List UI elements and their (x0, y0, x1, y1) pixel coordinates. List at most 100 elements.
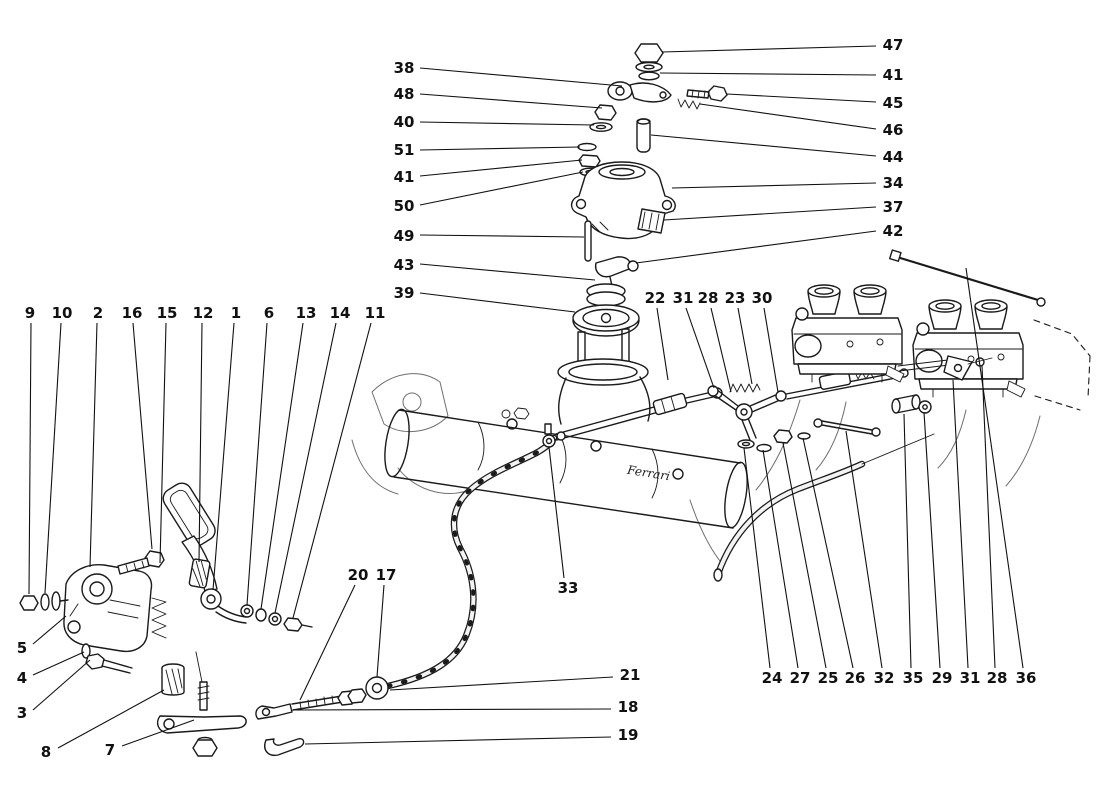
callout-leader-44 (650, 134, 877, 157)
callout-label-16: 16 (122, 304, 143, 322)
callout-leader-49 (419, 234, 585, 238)
callout-label-5: 5 (17, 639, 27, 657)
carburetor-left (791, 284, 905, 383)
callout-label-24: 24 (762, 669, 783, 687)
callout-leader-12 (198, 322, 203, 563)
callout-label-15: 15 (157, 304, 178, 322)
carburetor-right (912, 299, 1026, 398)
callout-leader-29 (923, 411, 941, 669)
callout-leader-10 (44, 322, 62, 594)
callout-leader-35 (903, 413, 912, 669)
callout-label-20: 20 (348, 566, 369, 584)
callout-label-28: 28 (987, 669, 1008, 687)
callout-label-3: 3 (17, 704, 27, 722)
curved-link-tube (713, 433, 935, 582)
short-link-rod (813, 418, 881, 437)
callout-label-36: 36 (1016, 669, 1037, 687)
callout-label-10: 10 (52, 304, 73, 322)
callout-leader-47 (661, 45, 877, 53)
callout-label-25: 25 (818, 669, 839, 687)
callout-leader-41 (419, 159, 583, 177)
callout-label-33: 33 (558, 579, 579, 597)
callout-label-37: 37 (883, 198, 904, 216)
callout-leader-18 (293, 708, 612, 711)
callout-label-13: 13 (296, 304, 317, 322)
callout-leader-17 (376, 584, 385, 678)
callout-leader-39 (419, 292, 576, 313)
callout-leader-4 (32, 651, 85, 676)
callout-label-19: 19 (618, 726, 639, 744)
callout-leader-1 (212, 322, 235, 591)
brand-script-text: Ferrari (625, 463, 671, 484)
callout-leader-3 (32, 659, 91, 711)
callout-label-50: 50 (394, 197, 415, 215)
callout-leader-28 (981, 365, 996, 669)
callout-label-29: 29 (932, 669, 953, 687)
callout-leader-2 (89, 322, 98, 568)
callout-label-27: 27 (790, 669, 811, 687)
callout-label-46: 46 (883, 121, 904, 139)
callout-leader-24 (743, 447, 771, 669)
callout-leader-23 (737, 307, 753, 385)
intercarb-linkage (897, 355, 993, 381)
callout-label-2: 2 (93, 304, 103, 322)
callout-label-7: 7 (105, 741, 115, 759)
callout-label-31: 31 (960, 669, 981, 687)
callout-leader-41 (659, 72, 877, 76)
callout-leader-13 (260, 322, 304, 610)
callout-leader-36 (965, 267, 1024, 669)
callout-label-14: 14 (330, 304, 351, 322)
callout-leader-16 (132, 322, 153, 550)
callout-leader-31 (952, 379, 969, 669)
callout-leader-50 (419, 171, 584, 206)
callout-label-28: 28 (698, 289, 719, 307)
callout-leader-15 (159, 322, 167, 564)
intake-plenum-tube: Ferrari (384, 407, 748, 529)
callout-leader-22 (656, 307, 669, 381)
callout-label-49: 49 (394, 227, 415, 245)
callout-label-45: 45 (883, 94, 904, 112)
callout-leader-43 (419, 263, 596, 281)
callout-label-23: 23 (725, 289, 746, 307)
throttle-cable-sheath (384, 434, 558, 690)
callout-leader-9 (28, 322, 32, 595)
callout-label-38: 38 (394, 59, 415, 77)
callout-leader-14 (274, 322, 337, 614)
callout-leader-20 (299, 584, 356, 701)
callout-label-51: 51 (394, 141, 415, 159)
callout-label-8: 8 (41, 743, 51, 761)
callout-leader-25 (782, 442, 827, 669)
callout-leader-46 (699, 103, 877, 130)
spacer-and-washer (891, 394, 932, 414)
callout-leader-38 (419, 67, 623, 87)
pedal-assembly (19, 482, 313, 757)
callout-label-47: 47 (883, 36, 904, 54)
bellcrank-assembly (707, 383, 811, 453)
callout-label-18: 18 (618, 698, 639, 716)
callout-label-35: 35 (903, 669, 924, 687)
callout-label-9: 9 (25, 304, 35, 322)
callout-leader-5 (32, 615, 67, 645)
callout-label-21: 21 (620, 666, 641, 684)
callout-leader-28 (710, 307, 732, 393)
callout-leader-30 (763, 307, 779, 393)
callout-label-39: 39 (394, 284, 415, 302)
callout-leader-19 (304, 736, 612, 745)
callout-label-26: 26 (845, 669, 866, 687)
callout-leader-34 (671, 182, 877, 189)
throttle-rod (542, 387, 723, 448)
callout-label-44: 44 (883, 148, 904, 166)
callout-leader-51 (419, 146, 581, 151)
artwork: Ferrari (19, 43, 1091, 757)
callout-label-30: 30 (752, 289, 773, 307)
callout-leader-45 (726, 93, 877, 103)
callout-leader-6 (246, 322, 268, 606)
callout-label-42: 42 (883, 222, 904, 240)
callout-leader-42 (635, 230, 877, 264)
manifold-riser (557, 328, 651, 425)
callout-leader-11 (292, 322, 372, 619)
callout-label-43: 43 (394, 256, 415, 274)
